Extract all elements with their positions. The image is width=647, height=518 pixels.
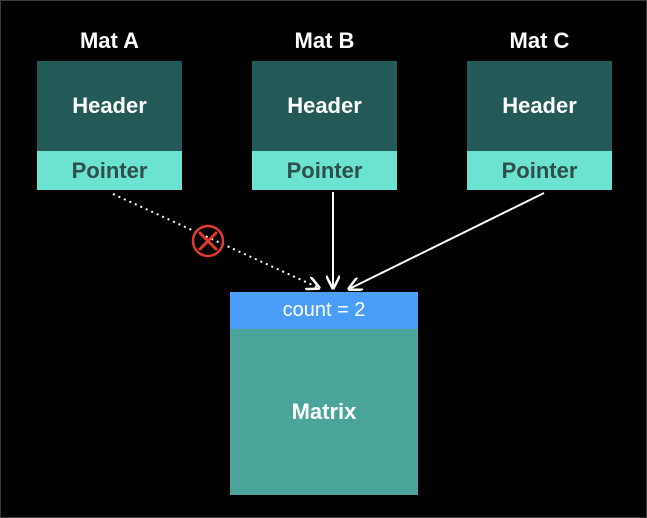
mat-c-link-arrow [349, 192, 545, 289]
x-circle-icon [191, 224, 225, 258]
matrix-data-block: Matrix [230, 329, 418, 495]
mat-a-pointer: Pointer [37, 151, 182, 190]
matrix-refcount-bar: count = 2 [230, 292, 418, 329]
mat-c-title: Mat C [509, 28, 570, 53]
mat-b-title: Mat B [294, 28, 355, 53]
mat-b-header: Header [252, 61, 397, 151]
mat-a-header: Header [37, 61, 182, 151]
mat-a-title: Mat A [79, 28, 140, 53]
mat-c-pointer: Pointer [467, 151, 612, 190]
mat-b-pointer: Pointer [252, 151, 397, 190]
mat-c-header: Header [467, 61, 612, 151]
mat-a-link-arrow [112, 193, 319, 288]
